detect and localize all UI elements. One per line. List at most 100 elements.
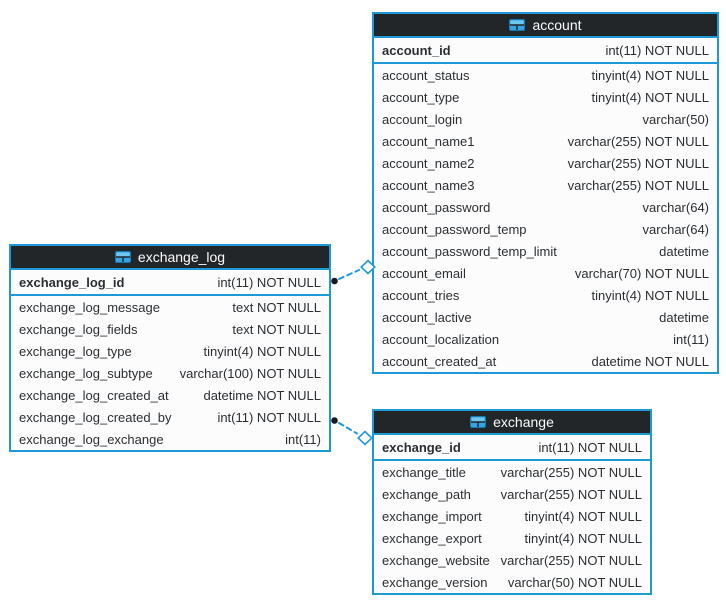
field-row: account_status tinyint(4) NOT NULL (374, 64, 717, 86)
field-row: account_name1 varchar(255) NOT NULL (374, 130, 717, 152)
field-type: text NOT NULL (232, 299, 321, 315)
field-type: int(11) NOT NULL (217, 409, 321, 425)
relation-line[interactable] (338, 422, 358, 435)
field-name: account_password_temp_limit (382, 243, 557, 259)
field-row: exchange_log_created_at datetime NOT NULL (11, 384, 329, 406)
field-name: account_email (382, 265, 466, 281)
field-type: varchar(70) NOT NULL (574, 265, 709, 281)
field-name: exchange_id (382, 439, 461, 455)
table-header[interactable]: exchange_log (11, 246, 329, 270)
field-name: exchange_path (382, 486, 471, 502)
field-type: tinyint(4) NOT NULL (591, 89, 709, 105)
field-type: datetime NOT NULL (591, 353, 709, 369)
field-row: exchange_log_created_by int(11) NOT NULL (11, 406, 329, 428)
field-row: exchange_version varchar(50) NOT NULL (374, 571, 650, 593)
field-name: account_created_at (382, 353, 497, 369)
field-name: exchange_import (382, 508, 482, 524)
field-name: exchange_log_exchange (19, 431, 164, 447)
field-type: varchar(255) NOT NULL (567, 155, 709, 171)
field-name: exchange_log_fields (19, 321, 138, 337)
field-name: exchange_log_created_by (19, 409, 172, 425)
field-type: datetime NOT NULL (203, 387, 321, 403)
field-row: exchange_log_message text NOT NULL (11, 296, 329, 318)
field-name: account_id (382, 42, 451, 58)
field-type: varchar(255) NOT NULL (567, 133, 709, 149)
field-name: account_localization (382, 331, 500, 347)
table-grid-icon (470, 416, 487, 428)
primary-key-row: exchange_id int(11) NOT NULL (374, 435, 650, 461)
field-row: account_email varchar(70) NOT NULL (374, 262, 717, 284)
field-type: tinyint(4) NOT NULL (203, 343, 321, 359)
table-title: exchange (493, 414, 554, 430)
field-type: varchar(255) NOT NULL (500, 552, 642, 568)
field-name: exchange_export (382, 530, 482, 546)
field-type: int(11) NOT NULL (605, 42, 709, 58)
table-account[interactable]: account account_id int(11) NOT NULL acco… (372, 12, 719, 374)
table-grid-icon (114, 251, 131, 263)
table-header[interactable]: account (374, 14, 717, 38)
field-row: exchange_log_fields text NOT NULL (11, 318, 329, 340)
table-title: exchange_log (137, 249, 226, 265)
field-name: exchange_log_subtype (19, 365, 153, 381)
field-type: varchar(100) NOT NULL (179, 365, 321, 381)
field-type: varchar(64) (642, 221, 709, 237)
field-type: int(11) (285, 431, 321, 447)
field-row: exchange_path varchar(255) NOT NULL (374, 483, 650, 505)
field-name: account_status (382, 67, 470, 83)
field-name: exchange_log_created_at (19, 387, 169, 403)
field-type: varchar(255) NOT NULL (567, 177, 709, 193)
field-type: varchar(64) (642, 199, 709, 215)
field-type: tinyint(4) NOT NULL (524, 530, 642, 546)
relation-exchange-log-account[interactable] (331, 259, 376, 285)
field-type: varchar(50) (642, 111, 709, 127)
field-name: exchange_version (382, 574, 488, 590)
field-row: account_password varchar(64) (374, 196, 717, 218)
field-type: varchar(255) NOT NULL (500, 486, 642, 502)
field-type: text NOT NULL (232, 321, 321, 337)
relation-dot (331, 417, 338, 424)
field-name: account_tries (382, 287, 460, 303)
table-header[interactable]: exchange (374, 411, 650, 435)
field-name: exchange_title (382, 464, 466, 480)
field-type: int(11) NOT NULL (217, 274, 321, 290)
field-row: account_localization int(11) (374, 328, 717, 350)
table-grid-icon (509, 19, 526, 31)
relation-exchange-log-exchange[interactable] (331, 417, 373, 446)
relation-dot (331, 277, 338, 285)
field-name: exchange_log_message (19, 299, 160, 315)
field-name: exchange_log_id (19, 274, 125, 290)
field-name: account_password (382, 199, 491, 215)
field-name: account_name2 (382, 155, 475, 171)
field-type: tinyint(4) NOT NULL (524, 508, 642, 524)
table-exchange-log[interactable]: exchange_log exchange_log_id int(11) NOT… (9, 244, 331, 452)
primary-key-row: account_id int(11) NOT NULL (374, 38, 717, 64)
field-row: account_name3 varchar(255) NOT NULL (374, 174, 717, 196)
field-type: tinyint(4) NOT NULL (591, 287, 709, 303)
field-type: tinyint(4) NOT NULL (591, 67, 709, 83)
field-row: exchange_log_exchange int(11) (11, 428, 329, 450)
field-row: exchange_log_type tinyint(4) NOT NULL (11, 340, 329, 362)
field-row: exchange_title varchar(255) NOT NULL (374, 461, 650, 483)
field-type: int(11) (673, 331, 709, 347)
field-type: varchar(255) NOT NULL (500, 464, 642, 480)
field-type: datetime (659, 309, 709, 325)
field-name: account_name1 (382, 133, 475, 149)
relation-diamond (357, 430, 373, 446)
field-row: account_password_temp varchar(64) (374, 218, 717, 240)
primary-key-row: exchange_log_id int(11) NOT NULL (11, 270, 329, 296)
field-name: account_password_temp (382, 221, 527, 237)
table-exchange[interactable]: exchange exchange_id int(11) NOT NULL ex… (372, 409, 652, 595)
field-type: varchar(50) NOT NULL (507, 574, 642, 590)
relation-line[interactable] (338, 269, 360, 280)
field-name: account_name3 (382, 177, 475, 193)
table-title: account (532, 17, 582, 33)
field-row: account_tries tinyint(4) NOT NULL (374, 284, 717, 306)
field-name: exchange_log_type (19, 343, 132, 359)
field-row: exchange_export tinyint(4) NOT NULL (374, 527, 650, 549)
